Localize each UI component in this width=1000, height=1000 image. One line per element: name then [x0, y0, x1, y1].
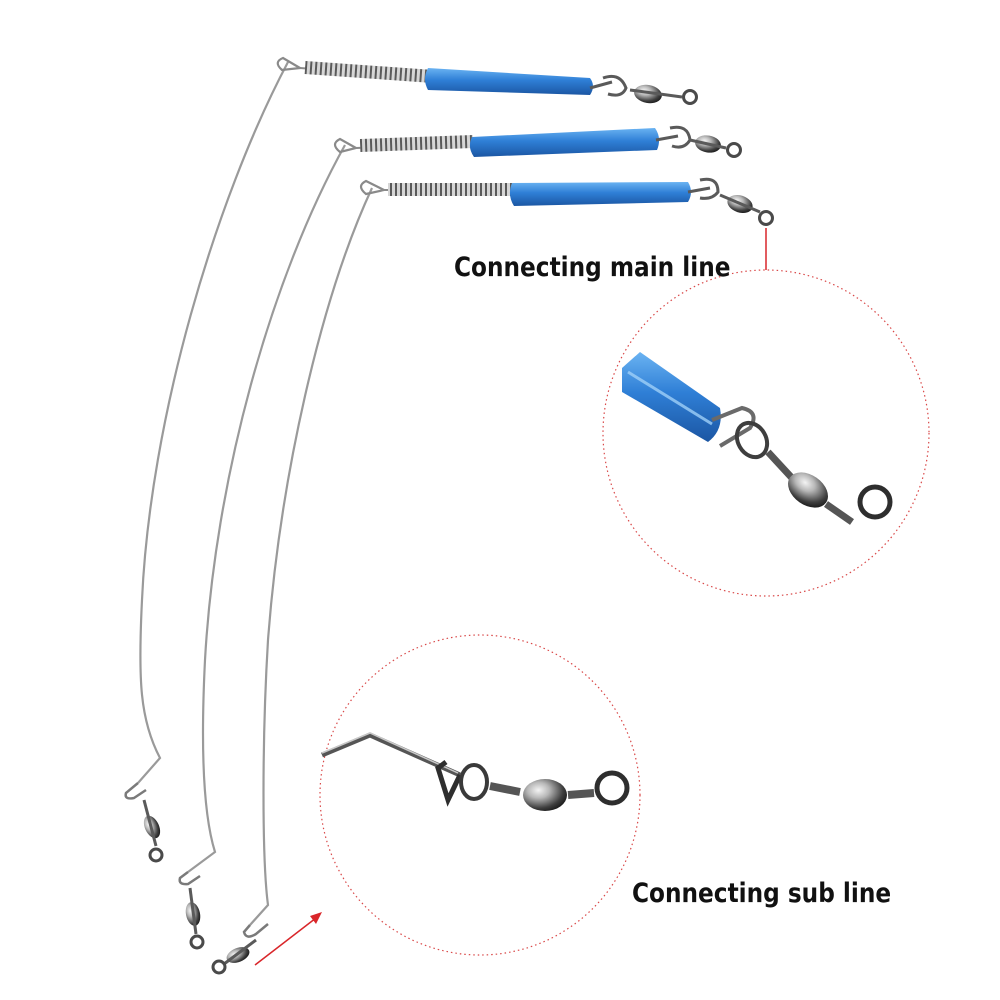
zoom-swivel-ring — [594, 770, 630, 806]
blue-tube — [509, 182, 691, 206]
wire-eye-top — [276, 56, 304, 72]
wire-eye-top — [333, 137, 359, 154]
bottom-ring — [148, 847, 164, 863]
swivel-wire — [629, 88, 683, 99]
rig-short — [211, 177, 774, 975]
bottom-snap — [242, 923, 269, 938]
zoom-link-ring — [459, 763, 489, 801]
caption-main-line: Connecting main line — [454, 252, 731, 283]
blue-tube — [469, 128, 660, 157]
zoom-circle-main-line — [602, 269, 930, 597]
wire-eye-top — [359, 179, 388, 196]
bottom-snap — [178, 871, 201, 886]
swivel-wire — [719, 193, 761, 214]
wire-arm — [187, 144, 346, 873]
bottom-swivel-wire — [142, 799, 158, 847]
zoom-link-ring — [734, 420, 770, 460]
swivel-link — [589, 74, 628, 97]
swivel-ring — [726, 142, 742, 158]
swivel-bead — [634, 84, 662, 104]
zoom-wire-eye — [711, 405, 756, 448]
zoom-swivel-coil — [765, 449, 795, 481]
swivel-wire — [689, 138, 727, 150]
sub-line-arrow — [254, 912, 322, 966]
blue-tube — [425, 68, 593, 95]
zoom-circle-sub-line — [319, 634, 641, 956]
bottom-swivel-wire — [188, 887, 198, 935]
wire-arm — [137, 61, 289, 784]
swivel-link — [655, 125, 692, 149]
rig-long — [124, 56, 698, 863]
spring-coil — [304, 61, 431, 83]
zoom-swivel-coil-2 — [567, 789, 595, 799]
bottom-ring — [211, 959, 227, 975]
bottom-ring — [189, 934, 205, 950]
zoom-swivel-coil — [489, 782, 521, 796]
zoom-swivel-bead — [523, 779, 567, 811]
zoom-wire-arm — [321, 732, 462, 778]
swivel-ring — [682, 89, 698, 105]
caption-sub-line: Connecting sub line — [632, 878, 892, 909]
wire-arm — [249, 187, 373, 926]
rig-medium — [178, 125, 742, 950]
zoom-swivel-ring — [857, 484, 893, 520]
zoom-tube-shading — [627, 370, 713, 426]
spring-coil — [388, 183, 513, 196]
zoom-wire-arm-highlight — [321, 732, 459, 774]
zoom-blue-tube — [622, 352, 721, 442]
zoom-swivel-bead — [788, 472, 828, 508]
bottom-snap — [124, 782, 147, 800]
spring-coil — [359, 135, 474, 152]
zoom-swivel-coil-2 — [824, 501, 854, 525]
swivel-ring — [758, 210, 774, 226]
bottom-swivel-wire — [223, 938, 257, 966]
swivel-link — [687, 177, 720, 200]
zoom-snap-hook — [435, 760, 463, 807]
